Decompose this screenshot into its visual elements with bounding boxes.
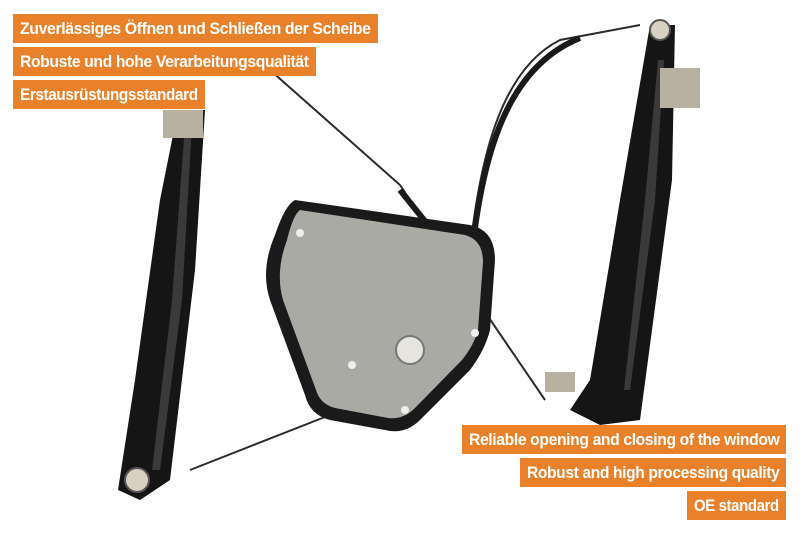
- feature-label-en-1: Reliable opening and closing of the wind…: [462, 425, 786, 454]
- feature-label-de-1: Zuverlässiges Öffnen und Schließen der S…: [13, 14, 378, 43]
- feature-label-de-2: Robuste und hohe Verarbeitungsqualität: [13, 47, 316, 76]
- feature-label-en-2: Robust and high processing quality: [520, 458, 786, 487]
- right-rail: [545, 19, 700, 425]
- feature-label-de-3: Erstausrüstungsstandard: [13, 80, 205, 109]
- feature-label-en-3: OE standard: [687, 491, 786, 520]
- mounting-plate: [266, 200, 495, 432]
- left-rail: [118, 110, 205, 500]
